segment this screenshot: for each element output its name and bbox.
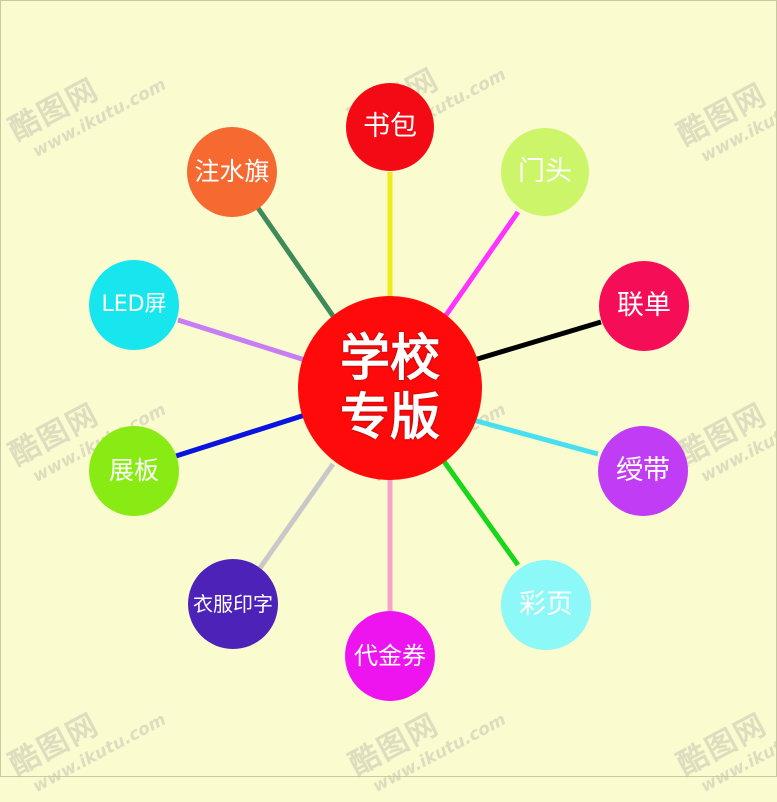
spoke-line: [255, 206, 336, 318]
category-node-label: 联单: [617, 290, 671, 322]
category-node-label: 书包: [363, 111, 417, 143]
category-node-label: 代金券: [354, 641, 426, 670]
spoke-line: [177, 317, 306, 363]
category-node-label: LED屏: [101, 291, 167, 317]
category-node-label: 注水旗: [194, 157, 270, 187]
category-node-label: 绶带: [616, 455, 670, 487]
category-node: 展板: [89, 426, 179, 516]
spoke-line: [473, 319, 602, 363]
spoke-lines: [175, 172, 602, 611]
category-node: 代金券: [345, 611, 435, 701]
category-node: 联单: [599, 261, 689, 351]
category-node-label: 门头: [518, 156, 572, 188]
spoke-line: [441, 210, 521, 320]
category-node: 衣服印字: [188, 559, 278, 649]
category-node: 彩页: [501, 560, 591, 650]
center-node: 学校 专版: [298, 296, 482, 480]
category-node-label: 展板: [108, 456, 159, 486]
category-node-label: 彩页: [519, 589, 573, 621]
center-label-line2: 专版: [340, 388, 440, 446]
spoke-line: [440, 458, 521, 567]
spoke-line: [175, 412, 306, 459]
category-node: 书包: [346, 83, 434, 171]
category-node-label: 衣服印字: [193, 592, 273, 616]
category-node: 注水旗: [187, 127, 277, 217]
center-label-line1: 学校: [340, 329, 440, 387]
category-node: LED屏: [89, 260, 179, 350]
spoke-line: [472, 417, 599, 457]
category-node: 门头: [501, 128, 589, 216]
category-node: 绶带: [598, 426, 688, 516]
spoke-line: [257, 462, 336, 570]
